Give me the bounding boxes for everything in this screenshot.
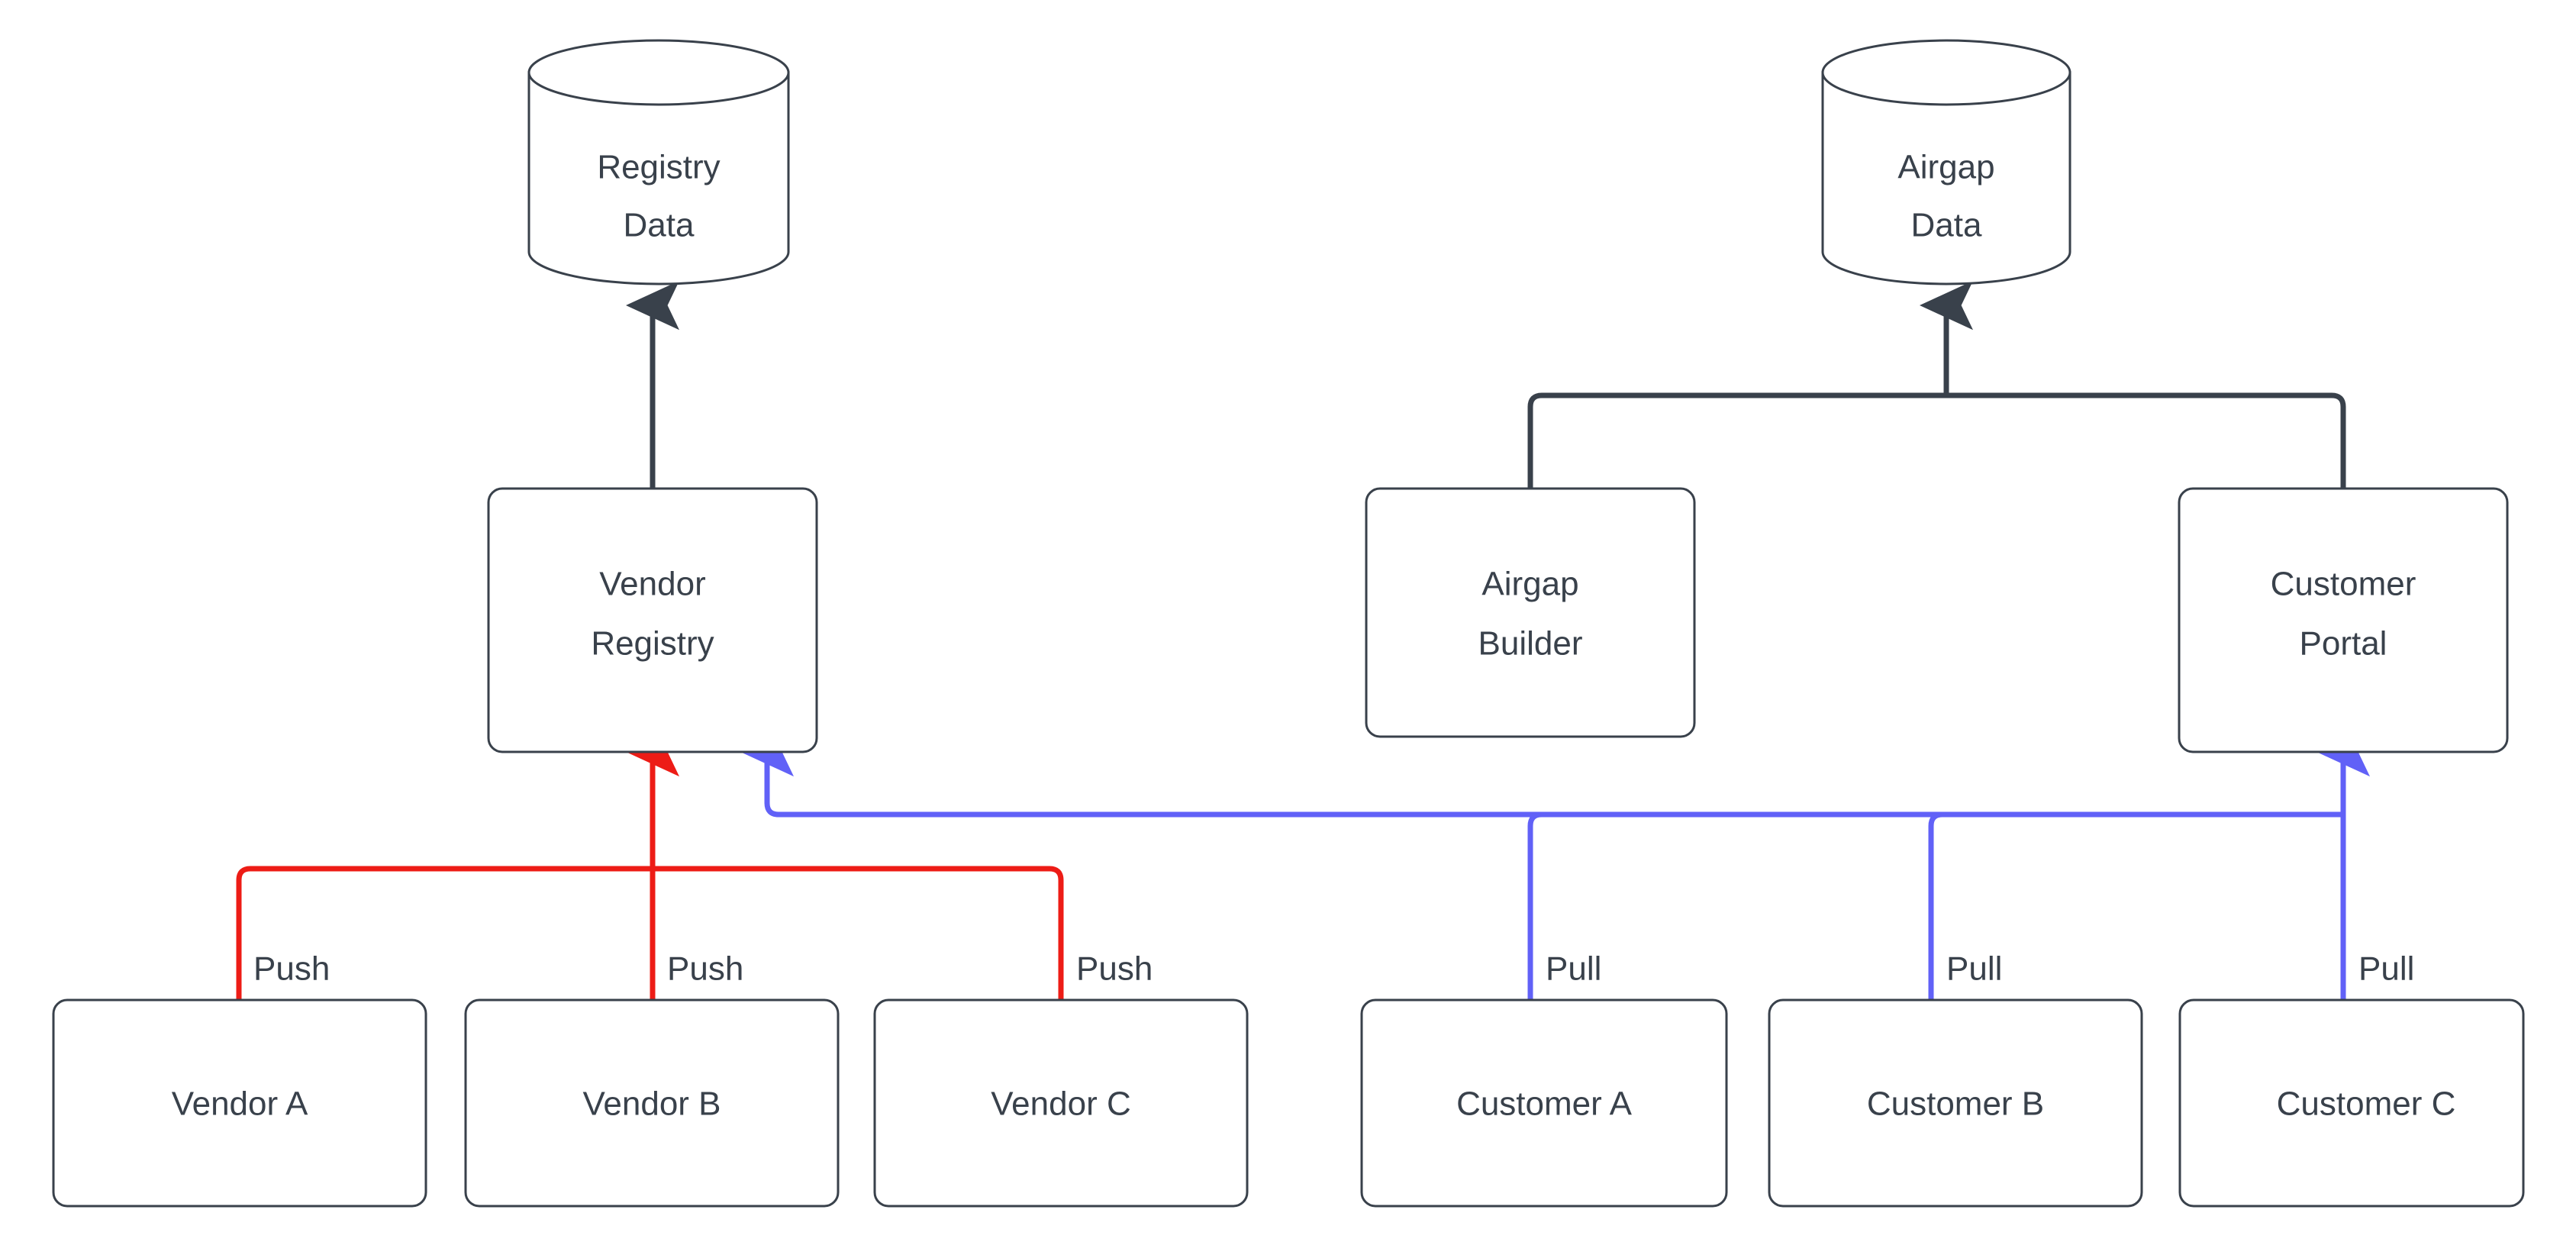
edge-label-customer-a-pull: Pull <box>1546 950 1601 988</box>
edge-vendor-c-push <box>653 866 1064 1000</box>
node-vendor-b[interactable]: Vendor B <box>464 998 840 1208</box>
edge-label-vendor-a-push: Push <box>253 950 330 988</box>
node-customer-b[interactable]: Customer B <box>1768 998 2143 1208</box>
registry-data-label-line2: Data <box>624 207 695 244</box>
customer-b-label: Customer B <box>1867 1085 2044 1123</box>
edge-label-vendor-b-push: Push <box>667 950 743 988</box>
node-customer-portal[interactable]: Customer Portal <box>2178 487 2509 753</box>
edge-customer-a-pull <box>1527 811 2343 1000</box>
vendor-registry-label-line1: Vendor <box>599 566 705 603</box>
customer-c-label: Customer C <box>2277 1085 2456 1123</box>
registry-data-label-line1: Registry <box>597 149 720 186</box>
edge-label-customer-c-pull: Pull <box>2358 950 2414 988</box>
edge-airgap-builder-to-airgap-data <box>1527 392 1946 489</box>
vendor-a-label: Vendor A <box>172 1085 308 1123</box>
node-vendor-registry[interactable]: Vendor Registry <box>487 487 818 753</box>
node-customer-a[interactable]: Customer A <box>1360 998 1728 1208</box>
vendor-c-label: Vendor C <box>991 1085 1130 1123</box>
vendor-b-label: Vendor B <box>582 1085 721 1123</box>
edge-pull-bus-to-vendor-registry <box>740 727 2343 818</box>
airgap-data-label-line1: Airgap <box>1897 149 1994 186</box>
edge-label-customer-b-pull: Pull <box>1946 950 2002 988</box>
airgap-data-label-line2: Data <box>1911 207 1982 244</box>
customer-portal-label-line1: Customer <box>2271 566 2416 603</box>
airgap-builder-label-line1: Airgap <box>1481 566 1578 603</box>
edge-label-vendor-c-push: Push <box>1076 950 1153 988</box>
node-vendor-a[interactable]: Vendor A <box>52 998 427 1208</box>
node-registry-data[interactable]: Registry Data <box>527 39 790 285</box>
vendor-registry-label-line2: Registry <box>591 625 714 663</box>
airgap-builder-label-line2: Builder <box>1478 625 1583 663</box>
node-airgap-data[interactable]: Airgap Data <box>1821 39 2071 285</box>
edge-customer-portal-to-airgap-data <box>1946 392 2346 489</box>
customer-portal-label-line2: Portal <box>2300 625 2387 663</box>
node-vendor-c[interactable]: Vendor C <box>873 998 1249 1208</box>
edge-vendor-a-push <box>236 866 653 1000</box>
node-customer-c[interactable]: Customer C <box>2178 998 2525 1208</box>
node-airgap-builder[interactable]: Airgap Builder <box>1365 487 1696 738</box>
customer-a-label: Customer A <box>1456 1085 1633 1123</box>
